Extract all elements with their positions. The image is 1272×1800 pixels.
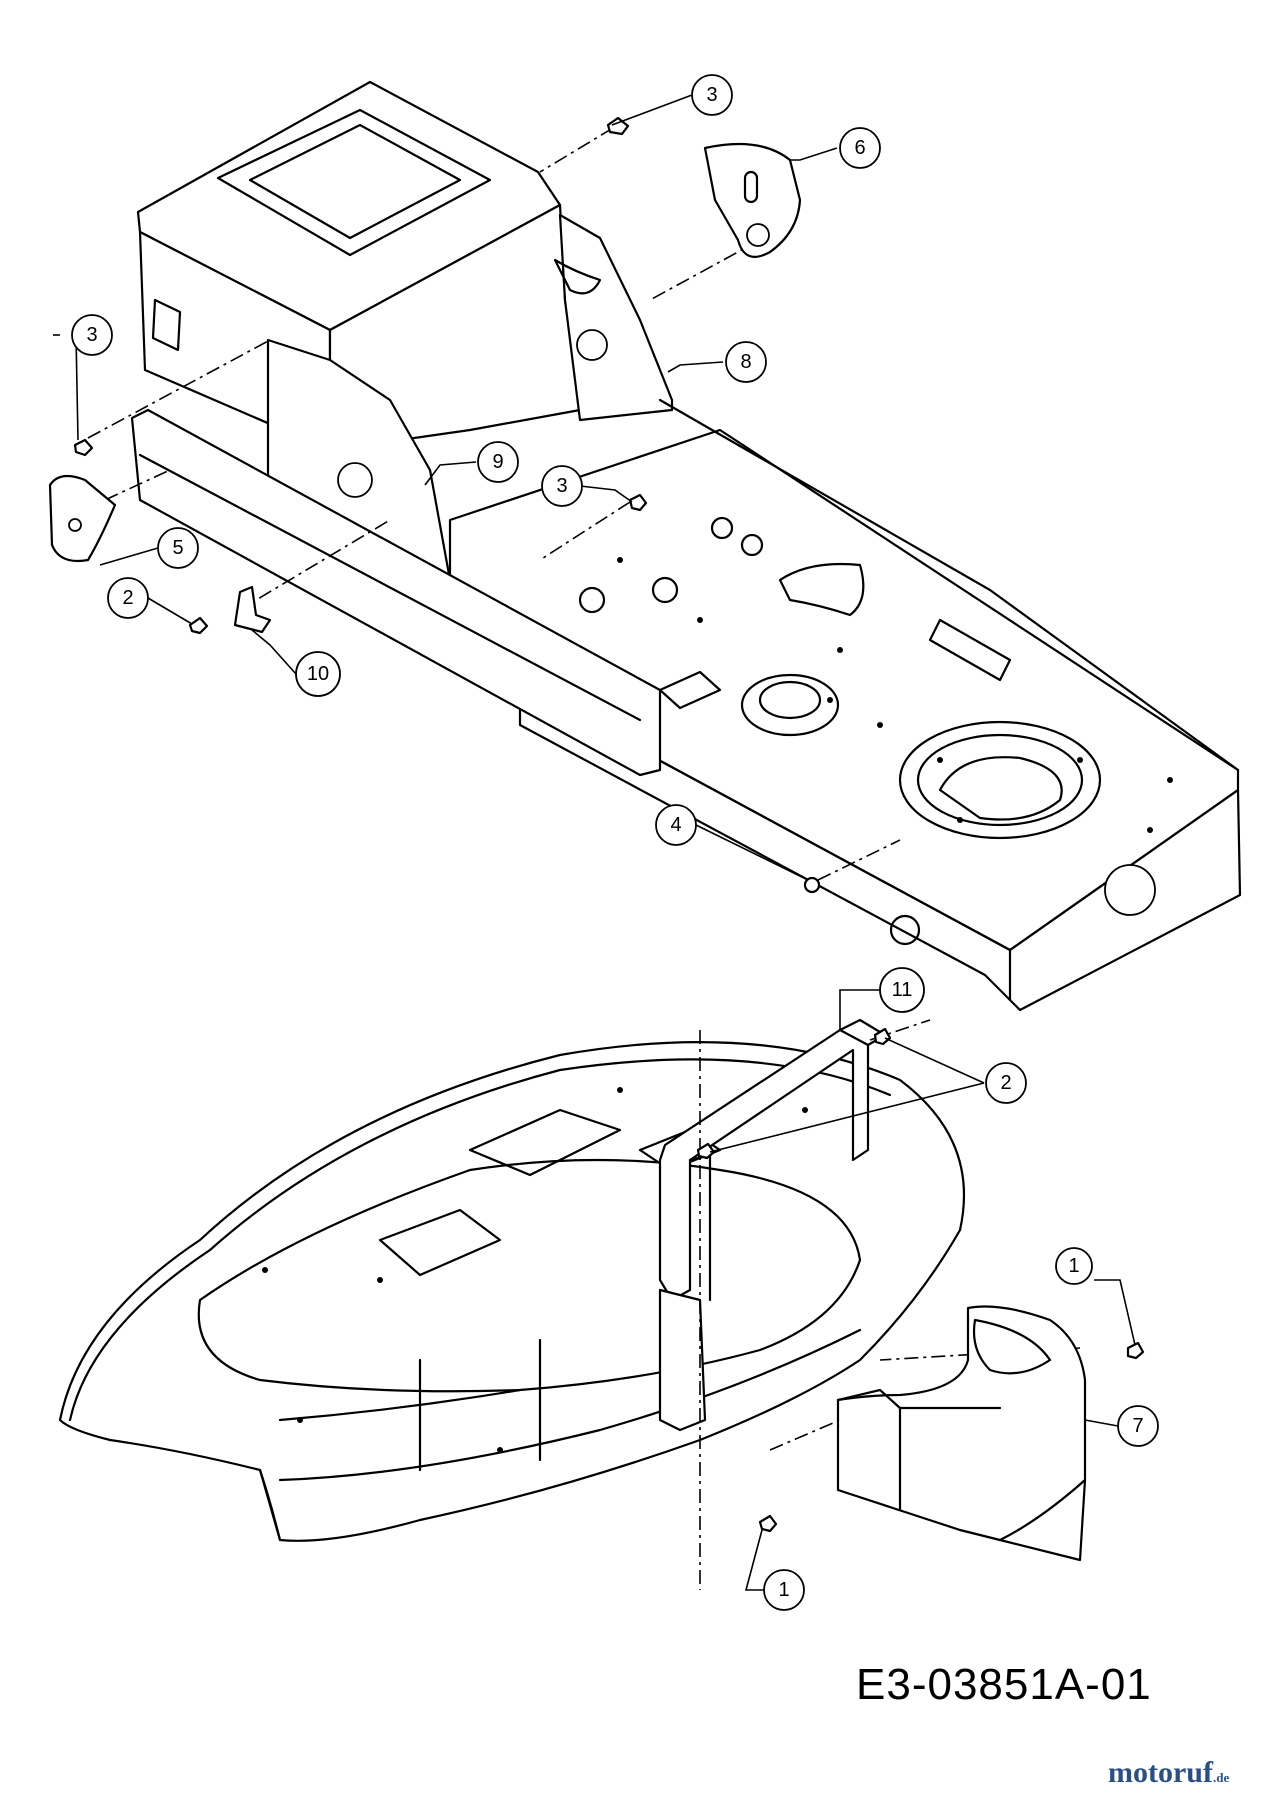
belt-cover-7 [836,1305,1087,1562]
lift-bracket-11 [658,1028,870,1302]
svg-text:1: 1 [778,1579,789,1601]
bracket-plate-5 [48,474,117,563]
callout-3-left: 3 [71,314,113,356]
svg-text:9: 9 [492,451,503,473]
svg-text:6: 6 [854,137,865,159]
bolt-2-deck-b [696,1142,716,1160]
bolt-2-deck-a [873,1027,892,1046]
callout-3-top: 3 [691,74,733,116]
nut-4 [803,876,821,894]
frame-rail-left [130,408,662,777]
svg-text:2: 2 [1000,1072,1011,1094]
bolt-2-top [188,616,209,635]
svg-text:2: 2 [122,587,133,609]
callout-9: 9 [477,441,519,483]
frame-assembly [130,80,1242,1012]
small-parts-top [48,116,821,894]
callout-4: 4 [655,804,697,846]
svg-text:3: 3 [706,84,717,106]
svg-text:3: 3 [556,475,567,497]
brand-watermark: motoruf.de [1108,1756,1229,1790]
drawing-reference-code: E3-03851A-01 [856,1660,1152,1709]
bolt-1-right [1126,1341,1145,1360]
callout-1-right: 1 [1055,1247,1093,1285]
svg-text:8: 8 [740,351,751,373]
deck-shell [58,1041,966,1542]
svg-text:1: 1 [1068,1255,1079,1277]
callout-11: 11 [879,967,925,1013]
svg-text:10: 10 [307,663,329,685]
bracket-plate-6 [703,142,802,258]
fender-plate-right [558,213,674,422]
callout-7: 7 [1117,1405,1159,1447]
mower-deck-assembly [58,1018,966,1542]
svg-text:7: 7 [1132,1415,1143,1437]
callout-8: 8 [725,341,767,383]
bolt-1-left [758,1514,778,1533]
bolt-3-top [606,116,630,136]
clip-10 [233,585,272,634]
bolt-3-left [73,438,94,457]
callout-3-mid: 3 [541,465,583,507]
callout-2-deck: 2 [985,1062,1027,1104]
leader-lines [53,94,1136,1591]
watermark-suffix: .de [1212,1770,1230,1785]
callout-2-top: 2 [107,577,149,619]
callout-10: 10 [295,651,341,697]
svg-text:11: 11 [892,979,913,1001]
watermark-brand: motoruf [1108,1756,1213,1789]
callout-1-left: 1 [763,1569,805,1611]
callout-5: 5 [157,527,199,569]
svg-text:4: 4 [670,814,681,836]
svg-text:5: 5 [172,537,183,559]
callout-6: 6 [839,127,881,169]
bolt-3-mid [628,493,648,512]
svg-text:3: 3 [86,324,97,346]
